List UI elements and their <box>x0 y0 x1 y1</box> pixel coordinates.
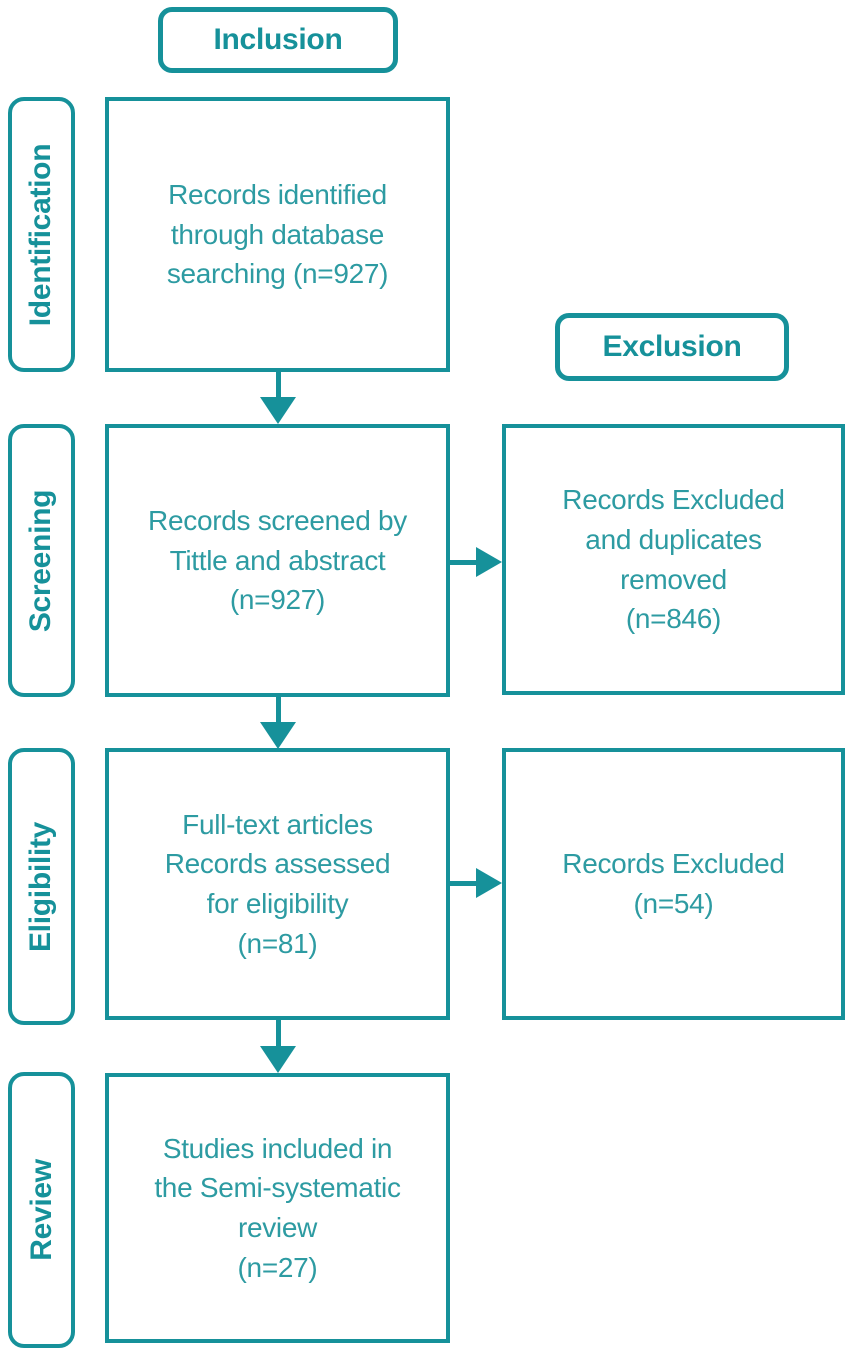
stage-label-screening-text: Screening <box>24 489 58 632</box>
box-records-identified: Records identified through database sear… <box>105 97 450 372</box>
arrow-shaft <box>275 696 281 722</box>
stage-label-review: Review <box>8 1072 75 1348</box>
arrow-shaft <box>450 559 476 565</box>
arrow-shaft <box>450 880 476 886</box>
arrow-down-fulltext-to-included <box>260 1020 296 1073</box>
stage-label-eligibility-text: Eligibility <box>24 821 58 952</box>
stage-label-identification-text: Identification <box>24 143 58 326</box>
arrowhead-down-icon <box>260 722 296 749</box>
arrow-down-screened-to-fulltext <box>260 696 296 749</box>
arrowhead-down-icon <box>260 397 296 424</box>
arrow-shaft <box>275 371 281 397</box>
arrowhead-right-icon <box>476 868 502 898</box>
arrowhead-right-icon <box>476 547 502 577</box>
box-records-screened: Records screened by Tittle and abstract … <box>105 424 450 697</box>
box-studies-included: Studies included in the Semi-systematic … <box>105 1073 450 1343</box>
stage-label-review-text: Review <box>24 1159 58 1261</box>
arrow-down-identified-to-screened <box>260 371 296 424</box>
arrow-shaft <box>275 1020 281 1046</box>
stage-label-identification: Identification <box>8 97 75 372</box>
arrow-right-fulltext-to-excluded <box>450 868 502 898</box>
stage-label-screening: Screening <box>8 424 75 697</box>
arrow-right-screened-to-excluded <box>450 547 502 577</box>
stage-label-eligibility: Eligibility <box>8 748 75 1025</box>
box-records-excluded-duplicates: Records Excluded and duplicates removed … <box>502 424 845 695</box>
box-fulltext-assessed: Full-text articles Records assessed for … <box>105 748 450 1020</box>
exclusion-header: Exclusion <box>555 313 789 381</box>
box-records-excluded-eligibility: Records Excluded (n=54) <box>502 748 845 1020</box>
arrowhead-down-icon <box>260 1046 296 1073</box>
inclusion-header: Inclusion <box>158 7 398 73</box>
